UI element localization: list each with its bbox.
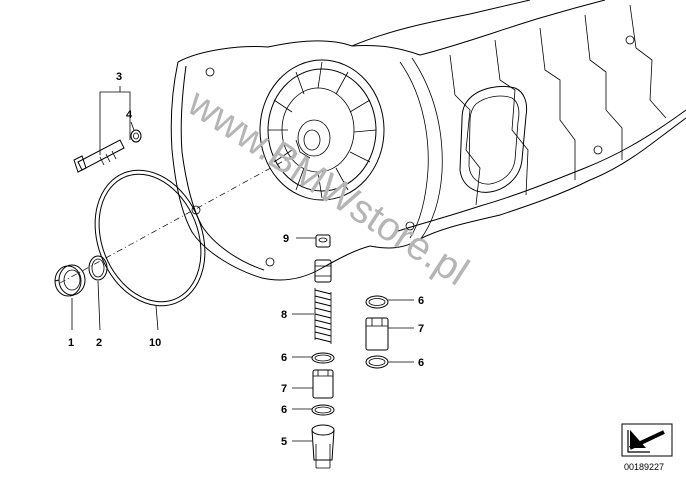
callout-4: 4 <box>126 109 133 121</box>
callout-3: 3 <box>116 71 122 83</box>
callout-6-right-upper: 6 <box>418 295 424 307</box>
callout-7-left: 7 <box>281 383 287 395</box>
callout-6-left-upper: 6 <box>281 352 287 364</box>
valve-stack <box>311 234 335 469</box>
callout-6-right-lower: 6 <box>418 357 424 369</box>
transmission-housing <box>170 0 686 281</box>
callout-8: 8 <box>281 309 287 321</box>
reference-number: 00189227 <box>624 462 664 472</box>
o-ring-small-part <box>88 255 108 281</box>
callout-10: 10 <box>149 337 161 349</box>
arrow-box-icon <box>621 423 673 457</box>
watermark: www.BMWstore.pl <box>179 80 476 294</box>
callout-6-left-lower: 6 <box>281 404 287 416</box>
side-valve-group <box>365 295 389 369</box>
callout-2: 2 <box>96 337 102 349</box>
callout-1: 1 <box>68 337 74 349</box>
callout-5: 5 <box>281 436 287 448</box>
bolt-part <box>73 139 125 173</box>
shaft-seal-part <box>54 264 86 297</box>
torque-converter <box>259 59 385 201</box>
large-o-ring-part <box>94 169 206 307</box>
callout-7-right: 7 <box>418 323 424 335</box>
leader-lines <box>71 86 414 442</box>
callout-9: 9 <box>283 233 289 245</box>
washer-part <box>130 129 142 143</box>
